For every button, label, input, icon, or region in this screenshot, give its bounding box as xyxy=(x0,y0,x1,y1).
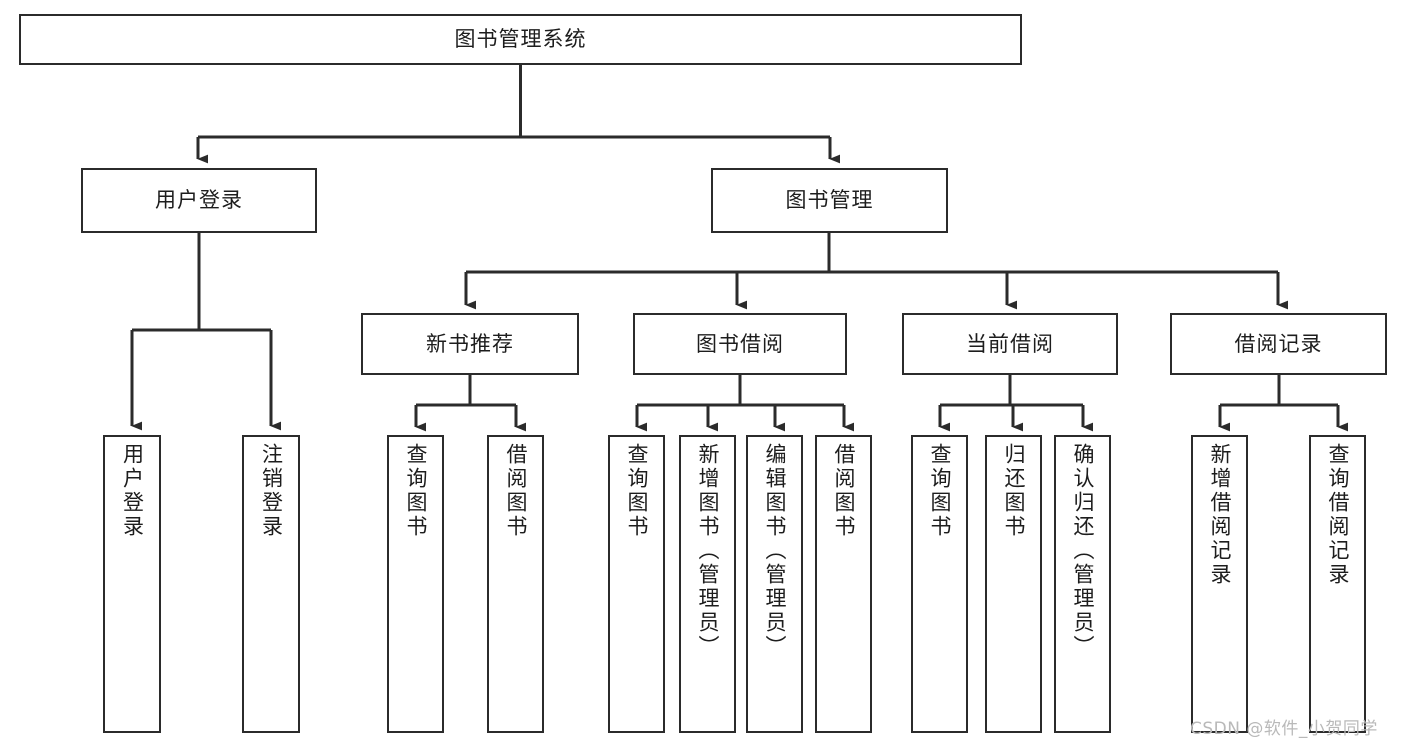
node-leaf-user-login-label: 用户登录 xyxy=(120,443,145,539)
node-leaf-confirm-return[interactable]: 确认归还（管理员） xyxy=(1054,435,1111,733)
node-user-login[interactable]: 用户登录 xyxy=(81,168,317,233)
node-leaf-query-borrow-record-label: 查询借阅记录 xyxy=(1326,443,1351,587)
node-leaf-query-book-borrow-label: 查询图书 xyxy=(625,443,650,539)
node-leaf-add-borrow-record[interactable]: 新增借阅记录 xyxy=(1191,435,1248,733)
node-book-borrow[interactable]: 图书借阅 xyxy=(633,313,847,375)
node-leaf-confirm-return-label: 确认归还（管理员） xyxy=(1071,443,1096,659)
node-leaf-user-login[interactable]: 用户登录 xyxy=(103,435,161,733)
node-leaf-borrow-book-recommend-label: 借阅图书 xyxy=(504,443,529,539)
node-new-book-recommend[interactable]: 新书推荐 xyxy=(361,313,579,375)
node-root[interactable]: 图书管理系统 xyxy=(19,14,1022,65)
node-leaf-edit-book[interactable]: 编辑图书（管理员） xyxy=(746,435,803,733)
node-leaf-borrow-book[interactable]: 借阅图书 xyxy=(815,435,872,733)
csdn-watermark: CSDN @软件_小贺同学 xyxy=(1190,719,1378,739)
node-leaf-return-book[interactable]: 归还图书 xyxy=(985,435,1042,733)
node-leaf-query-book-current-label: 查询图书 xyxy=(928,443,953,539)
node-book-manage-label: 图书管理 xyxy=(785,188,874,213)
node-leaf-query-book-recommend[interactable]: 查询图书 xyxy=(387,435,444,733)
node-leaf-borrow-book-label: 借阅图书 xyxy=(832,443,857,539)
node-borrow-record[interactable]: 借阅记录 xyxy=(1170,313,1387,375)
node-leaf-user-logout[interactable]: 注销登录 xyxy=(242,435,300,733)
node-leaf-query-book-recommend-label: 查询图书 xyxy=(404,443,429,539)
node-user-login-label: 用户登录 xyxy=(155,188,243,213)
node-leaf-query-book-current[interactable]: 查询图书 xyxy=(911,435,968,733)
node-current-borrow-label: 当前借阅 xyxy=(966,331,1054,356)
node-leaf-query-book-borrow[interactable]: 查询图书 xyxy=(608,435,665,733)
node-borrow-record-label: 借阅记录 xyxy=(1234,331,1323,356)
node-leaf-add-book[interactable]: 新增图书（管理员） xyxy=(679,435,736,733)
node-leaf-return-book-label: 归还图书 xyxy=(1002,443,1027,539)
node-book-manage[interactable]: 图书管理 xyxy=(711,168,948,233)
node-new-book-recommend-label: 新书推荐 xyxy=(426,331,514,356)
node-book-borrow-label: 图书借阅 xyxy=(696,331,784,356)
node-leaf-user-logout-label: 注销登录 xyxy=(259,443,284,539)
node-leaf-borrow-book-recommend[interactable]: 借阅图书 xyxy=(487,435,544,733)
node-leaf-add-book-label: 新增图书（管理员） xyxy=(696,443,721,659)
node-leaf-edit-book-label: 编辑图书（管理员） xyxy=(763,443,788,659)
node-current-borrow[interactable]: 当前借阅 xyxy=(902,313,1118,375)
node-leaf-add-borrow-record-label: 新增借阅记录 xyxy=(1208,443,1233,587)
node-root-label: 图书管理系统 xyxy=(454,27,587,52)
node-leaf-query-borrow-record[interactable]: 查询借阅记录 xyxy=(1309,435,1366,733)
